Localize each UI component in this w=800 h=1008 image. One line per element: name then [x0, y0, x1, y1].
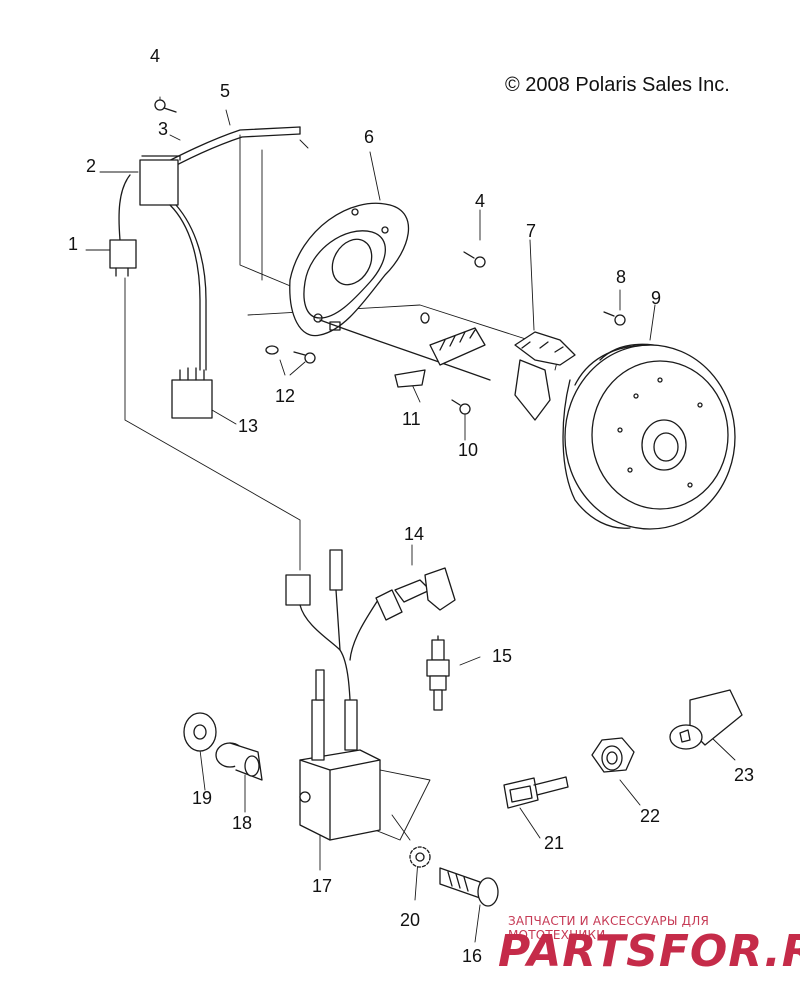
callout-1: 1 [68, 234, 78, 254]
callout-3: 3 [158, 119, 168, 139]
watermark-logo: PARTSFOR.RU [498, 926, 800, 977]
callout-10: 10 [458, 440, 478, 460]
callout-16: 16 [462, 946, 482, 966]
callout-8: 8 [616, 267, 626, 287]
callout-6: 6 [364, 127, 374, 147]
callout-23: 23 [734, 765, 754, 785]
callout-12: 12 [275, 386, 295, 406]
copyright-notice: © 2008 Polaris Sales Inc. [505, 74, 730, 96]
spark-plug-cap [394, 567, 456, 611]
stator-plate [289, 202, 491, 381]
pulse-coil [394, 327, 576, 421]
callout-9: 9 [651, 288, 661, 308]
washer [183, 712, 217, 752]
callout-4b: 4 [475, 191, 485, 211]
watermark-tagline: ЗАПЧАСТИ И АКСЕССУАРЫ ДЛЯ МОТОТЕХНИКИ [508, 914, 709, 942]
callout-numbers: 4 5 3 2 1 6 4 7 8 9 12 11 13 10 14 15 23… [68, 46, 754, 966]
callout-4a: 4 [150, 46, 160, 66]
grommet [215, 742, 263, 781]
ignition-coil [299, 669, 381, 841]
star-washer [409, 846, 431, 868]
cdi-wires [285, 549, 403, 741]
callout-7: 7 [526, 221, 536, 241]
screws [154, 99, 626, 415]
callout-17: 17 [312, 876, 332, 896]
label-tag [503, 776, 569, 809]
callout-14: 14 [404, 524, 424, 544]
callout-2: 2 [86, 156, 96, 176]
callout-13: 13 [238, 416, 258, 436]
callout-11: 11 [402, 409, 421, 429]
flywheel [562, 343, 736, 530]
spark-plug [426, 635, 450, 711]
callout-22: 22 [640, 806, 660, 826]
flange-nut [591, 737, 635, 773]
bolt [439, 867, 499, 907]
wire-harness [109, 126, 301, 419]
callout-20: 20 [400, 910, 420, 930]
callout-5: 5 [220, 81, 230, 101]
callout-19: 19 [192, 788, 212, 808]
adapter [669, 689, 743, 750]
callout-21: 21 [544, 833, 564, 853]
callout-15: 15 [492, 646, 512, 666]
callout-18: 18 [232, 813, 252, 833]
